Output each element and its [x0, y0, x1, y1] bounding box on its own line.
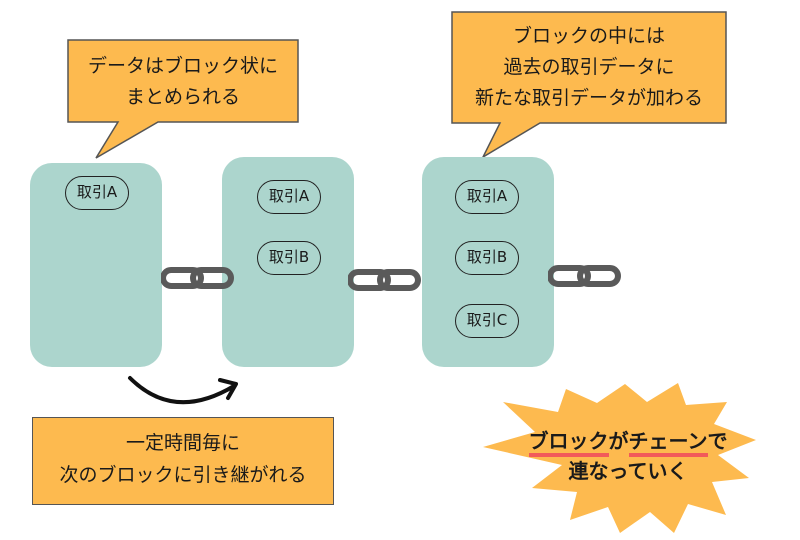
block-2	[222, 157, 354, 367]
burst-particle-ga: が	[608, 429, 629, 453]
block-3-transaction-a: 取引A	[455, 180, 519, 214]
note-box	[32, 417, 334, 505]
callout-right-text: ブロックの中には 過去の取引データに 新たな取引データが加わる	[452, 21, 726, 114]
block-2-transaction-a: 取引A	[257, 180, 321, 214]
chain-link-3	[548, 265, 621, 287]
burst-star	[483, 383, 756, 533]
callout-left-bubble	[67, 39, 299, 159]
note-line-2: 次のブロックに引き継がれる	[59, 464, 307, 486]
block-3	[422, 157, 554, 367]
block-3-transaction-c: 取引C	[455, 304, 519, 338]
burst-text: ブロックがチェーンで 連なっていく	[498, 426, 758, 486]
burst-word-block: ブロック	[528, 429, 609, 457]
burst-line-1: ブロックがチェーンで	[498, 426, 758, 457]
block-2-transaction-b: 取引B	[257, 241, 321, 275]
block-3-transaction-b: 取引B	[455, 241, 519, 275]
curved-arrow-icon	[128, 376, 238, 405]
note-text: 一定時間毎に 次のブロックに引き継がれる	[32, 427, 334, 491]
callout-left-line-2: まとめられる	[125, 86, 240, 108]
callout-right-line-2: 過去の取引データに	[503, 56, 675, 78]
burst-word-chain: チェーン	[628, 429, 708, 457]
burst-particle-de: で	[707, 429, 728, 453]
block-1-transaction-a: 取引A	[65, 176, 129, 210]
callout-left-text: データはブロック状に まとめられる	[68, 51, 298, 113]
chain-link-2	[348, 269, 421, 291]
block-1	[30, 163, 162, 367]
burst-line-2: 連なっていく	[568, 459, 688, 483]
note-line-1: 一定時間毎に	[125, 432, 240, 454]
callout-right-line-1: ブロックの中には	[512, 25, 665, 47]
callout-right-line-3: 新たな取引データが加わる	[474, 87, 703, 109]
callout-left-line-1: データはブロック状に	[87, 55, 278, 77]
callout-right-bubble	[451, 11, 727, 159]
chain-link-1	[161, 267, 234, 289]
